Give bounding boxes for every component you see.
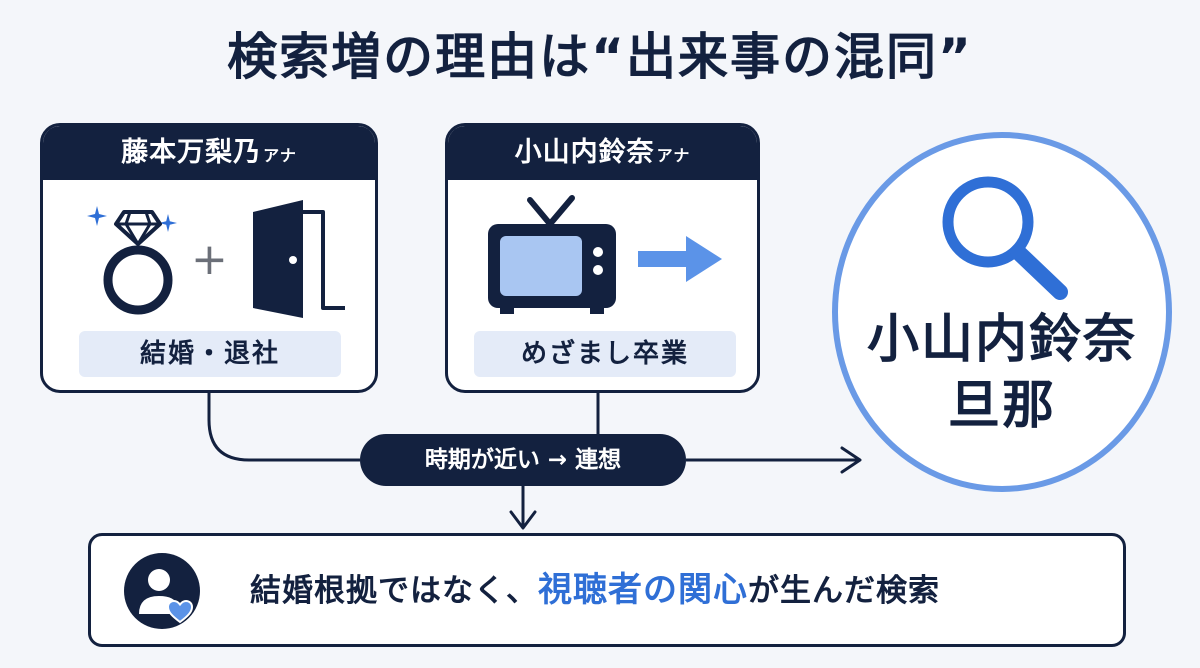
card-name-fujimoto: 藤本万梨乃	[121, 137, 262, 168]
ring-icon	[103, 210, 173, 315]
conclusion-box	[88, 533, 1126, 647]
page-title: 検索増の理由は“出来事の混同”	[227, 28, 973, 86]
connector-badge: 時期が近い → 連想	[360, 434, 686, 486]
plus-icon: +	[191, 234, 228, 285]
sparkle-icon	[159, 214, 177, 232]
card-header-osanai: 小山内鈴奈アナ	[448, 126, 757, 180]
door-icon	[253, 200, 345, 318]
search-result-circle	[832, 132, 1172, 492]
card-name-osanai: 小山内鈴奈	[514, 137, 655, 168]
circle-text-line2: 旦那	[947, 376, 1056, 436]
search-icon	[942, 176, 1068, 300]
conclusion-text-part2: が生んだ検索	[748, 573, 940, 609]
card-fujimoto: 藤本万梨乃アナ + 結婚・退社	[40, 123, 378, 393]
card-suffix-fujimoto: アナ	[263, 146, 297, 165]
card-header-fujimoto: 藤本万梨乃アナ	[43, 126, 375, 180]
tv-icon	[488, 195, 616, 314]
conclusion-text-part1: 結婚根拠ではなく、	[250, 573, 538, 609]
card-suffix-osanai: アナ	[656, 146, 691, 165]
sparkle-icon	[87, 206, 107, 226]
circle-text-line1: 小山内鈴奈	[866, 310, 1137, 370]
label-pill-osanai: めざまし卒業	[474, 331, 736, 377]
user-heart-icon	[124, 553, 200, 629]
label-pill-fujimoto: 結婚・退社	[79, 331, 341, 377]
conclusion-highlight: 視聴者の関心	[538, 570, 748, 610]
conclusion-text: 結婚根拠ではなく、視聴者の関心が生んだ検索	[250, 562, 940, 618]
card-osanai: 小山内鈴奈アナ めざまし卒業	[445, 123, 760, 393]
arrow-right-icon	[638, 236, 722, 282]
